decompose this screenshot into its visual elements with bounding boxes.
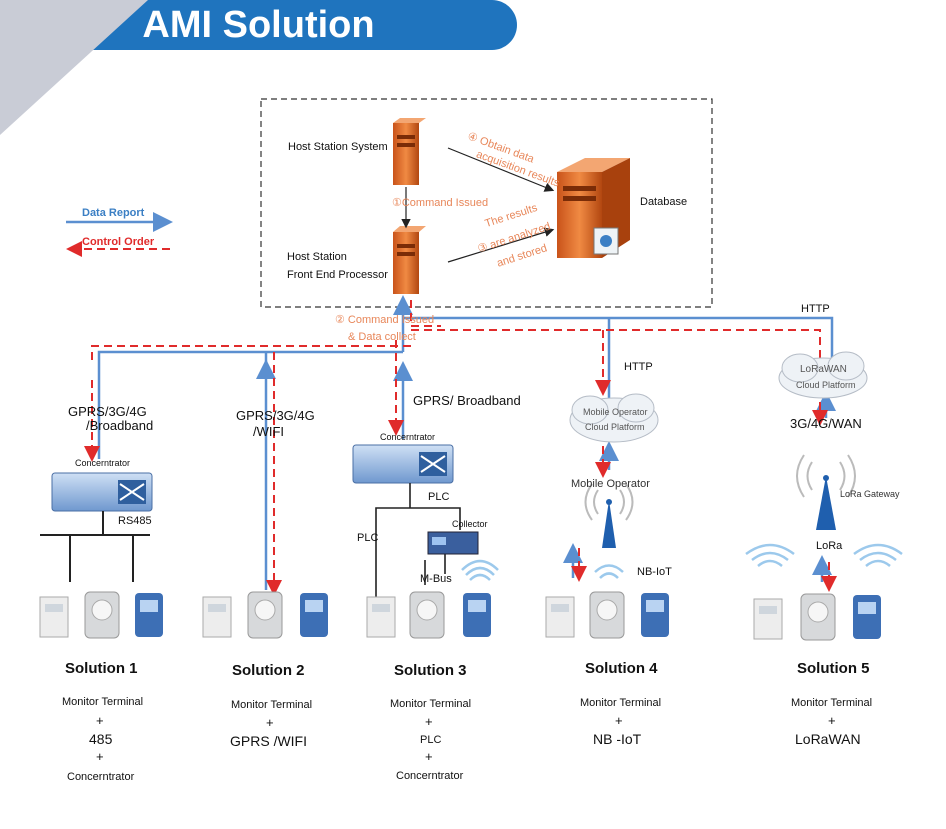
solution-3-line: Concerntrator: [396, 770, 464, 782]
http-mobile-label: HTTP: [624, 361, 653, 373]
plc-label-b: PLC: [357, 532, 379, 544]
solution-3-line: +: [425, 714, 433, 729]
host-station-label: Host Station: [287, 251, 347, 263]
solution5-link-label: 3G/4G/WAN: [790, 416, 862, 431]
concentrator-3: [352, 444, 454, 484]
solution-1-line: Concerntrator: [67, 771, 135, 783]
concentrator-1: [51, 472, 153, 512]
server-room-box: [260, 98, 713, 308]
solution1-link-label: GPRS/3G/4G: [68, 404, 147, 419]
meter-group-1: [39, 591, 163, 639]
lorawan-cloud-label: LoRaWAN: [800, 364, 847, 375]
step-1-label: ①Command Issued: [392, 197, 489, 209]
control-order-bus: [84, 300, 837, 596]
lorawan-cloud-label-b: Cloud Platform: [796, 380, 856, 390]
host-station-server: [393, 118, 426, 185]
solution-1-title: Solution 1: [65, 660, 138, 677]
lora-gateway-tower: [796, 454, 856, 530]
mobile-operator-label: Mobile Operator: [571, 478, 650, 490]
solution2-link-label-b: /WIFI: [253, 424, 285, 439]
step-2-label: ② Command Issued: [335, 314, 435, 326]
http-top-label: HTTP: [801, 303, 830, 315]
host-station-system-label: Host Station System: [288, 141, 388, 153]
arrow-results-stored: [447, 227, 555, 263]
solution-2-line: Monitor Terminal: [231, 699, 313, 711]
solution-3-line: PLC: [420, 734, 442, 746]
solution-5-line: LoRaWAN: [795, 731, 861, 747]
rs485-wiring: [40, 511, 150, 582]
legend-data-report-label: Data Report: [82, 207, 145, 219]
collector-device: [427, 531, 479, 555]
nbiot-tower: [584, 483, 634, 548]
step-2-label-b: & Data collect: [348, 331, 416, 343]
solution-4-title: Solution 4: [585, 660, 658, 677]
front-end-processor-label: Front End Processor: [287, 269, 388, 281]
solution-4-line: +: [615, 713, 623, 728]
meter-group-4: [545, 591, 669, 639]
solution-5-line: Monitor Terminal: [791, 697, 873, 709]
corner-decoration: [0, 0, 148, 135]
mbus-label: M-Bus: [420, 573, 452, 585]
rs485-label: RS485: [118, 515, 152, 527]
solution-3-line: Monitor Terminal: [390, 698, 472, 710]
arrow-obtain-data: [447, 147, 555, 192]
solution-5-line: +: [828, 713, 836, 728]
legend-control-order-label: Control Order: [82, 236, 155, 248]
solution-2-line: +: [266, 715, 274, 730]
lora-gateway-label: LoRa Gateway: [840, 489, 900, 499]
solution-2-line: GPRS /WIFI: [230, 733, 307, 749]
meter-group-2: [202, 591, 328, 639]
plc-label-a: PLC: [428, 491, 450, 503]
meter-group-5: [753, 593, 881, 641]
solution1-link-label-b: /Broadband: [86, 418, 154, 433]
solution-2-title: Solution 2: [232, 662, 305, 679]
solution-3-title: Solution 3: [394, 662, 467, 679]
solution-1-line: +: [96, 713, 104, 728]
nbiot-label: NB-IoT: [637, 566, 672, 578]
solution3-link-label: GPRS/ Broadband: [413, 393, 521, 408]
mobile-cloud-label: Mobile Operator: [583, 407, 648, 417]
plc-wiring: [375, 483, 461, 598]
solution-1-line: Monitor Terminal: [62, 696, 144, 708]
front-end-processor-server: [393, 226, 426, 294]
lorawan-cloud: [778, 351, 868, 399]
solution-1-line: +: [96, 749, 104, 764]
solution-4-line: NB -IoT: [593, 731, 642, 747]
mobile-operator-cloud: [569, 393, 659, 443]
collector-label: Collector: [452, 519, 488, 529]
database-server: [557, 158, 630, 258]
solution-1-line: 485: [89, 731, 113, 747]
solution2-link-label: GPRS/3G/4G: [236, 408, 315, 423]
mobile-cloud-label-b: Cloud Platform: [585, 422, 645, 432]
database-label: Database: [640, 196, 688, 208]
lora-label: LoRa: [816, 540, 843, 552]
concentrator-3-label: Concerntrator: [380, 432, 436, 442]
data-report-bus: [97, 295, 836, 590]
solution-3-line: +: [425, 749, 433, 764]
meter-group-3: [366, 591, 491, 639]
solution-5-title: Solution 5: [797, 660, 870, 677]
concentrator-1-label: Concerntrator: [75, 458, 131, 468]
solution-4-line: Monitor Terminal: [580, 697, 662, 709]
wireless-waves: [461, 543, 903, 581]
